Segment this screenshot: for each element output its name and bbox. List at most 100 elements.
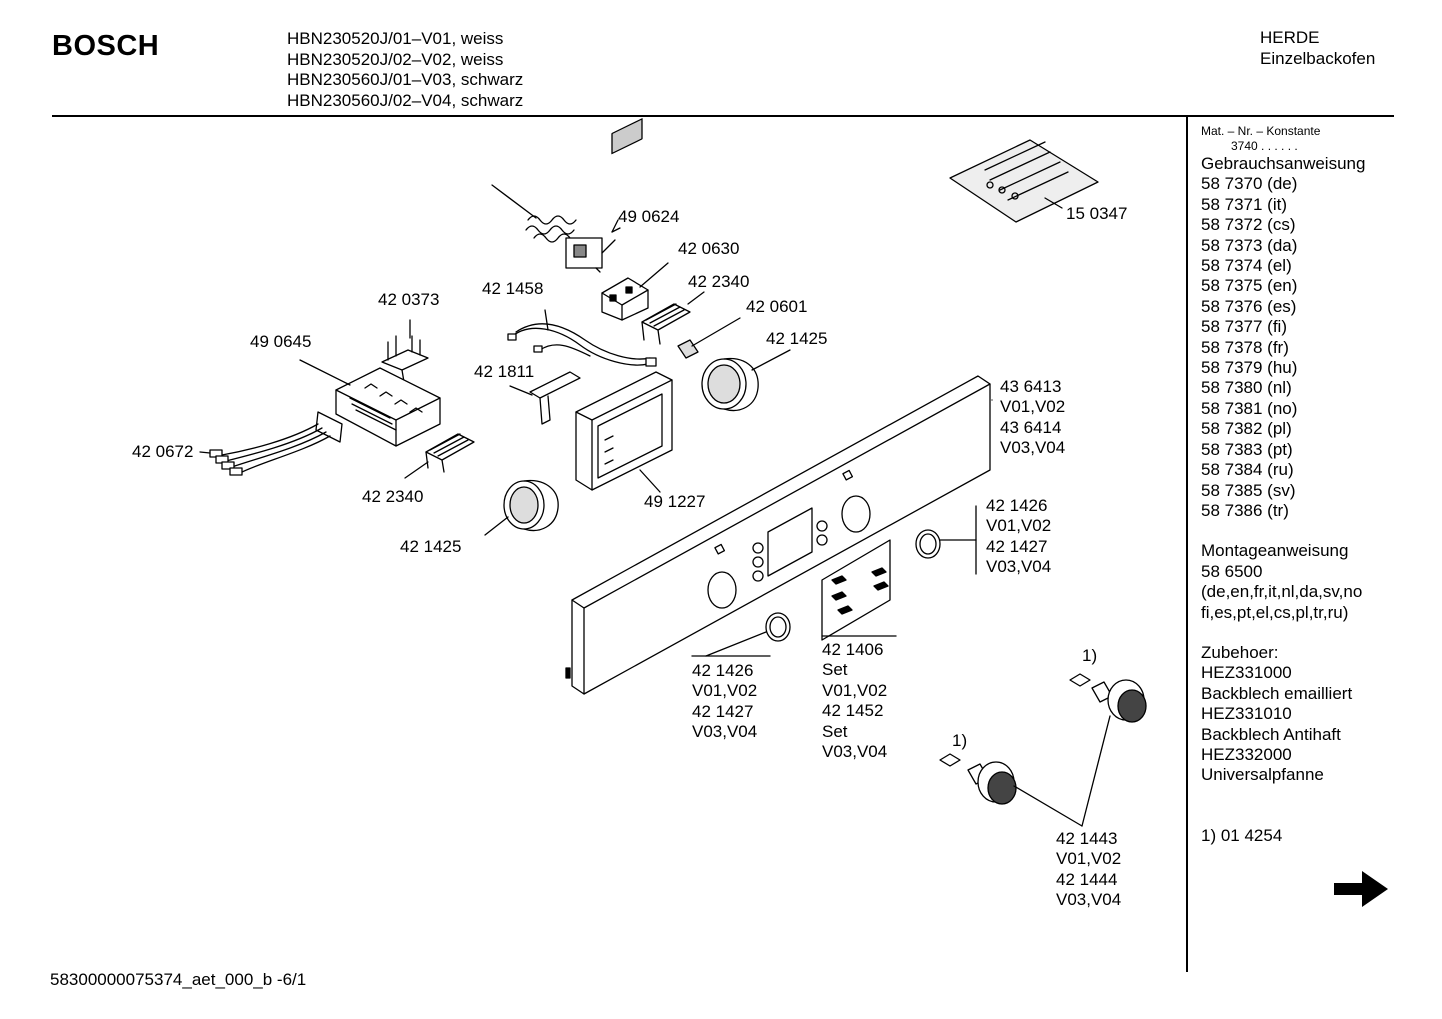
part-label-490624: 49 0624 xyxy=(618,207,680,226)
label-line: Set xyxy=(822,660,848,680)
label-line: V01,V02 xyxy=(986,516,1052,536)
gebrauch-item: 58 7377 (fi) xyxy=(1201,317,1287,337)
label-line: 42 1426 xyxy=(692,661,754,680)
brand-logo: BOSCH xyxy=(52,30,160,62)
gebrauch-item: 58 7386 (tr) xyxy=(1201,500,1289,520)
label-line: V01,V02 xyxy=(1056,849,1122,869)
zubehoer-line: HEZ332000 xyxy=(1201,744,1292,764)
part-label-491227: 49 1227 xyxy=(644,492,706,511)
part-label-420601: 42 0601 xyxy=(746,297,808,316)
header-divider xyxy=(52,115,1394,117)
sidebar-divider xyxy=(1186,117,1188,972)
part-label-422340-lower: 42 2340 xyxy=(362,487,424,506)
part-label-421425-lower: 42 1425 xyxy=(400,537,462,556)
screw-bag-part[interactable] xyxy=(949,139,1099,223)
zubehoer-line: HEZ331010 xyxy=(1201,704,1292,724)
gebrauch-item: 58 7385 (sv) xyxy=(1201,480,1296,500)
zubehoer-title: Zubehoer: xyxy=(1201,642,1279,662)
electronic-module-part[interactable] xyxy=(575,118,673,493)
ring-part-right[interactable] xyxy=(915,505,977,575)
right-arrow-icon[interactable] xyxy=(1332,868,1390,915)
label-line: 42 1426 xyxy=(986,496,1048,515)
part-label-422340-upper: 42 2340 xyxy=(688,272,750,291)
part-label-421406: 42 1406 Set V01,V02 42 1452 Set V03,V04 xyxy=(822,640,887,762)
zubehoer-line: Backblech emailliert xyxy=(1201,683,1353,703)
montage-line: (de,en,fr,it,nl,da,sv,no xyxy=(1201,582,1363,602)
label-line: 43 6413 xyxy=(1000,377,1062,396)
gebrauch-item: 58 7383 (pt) xyxy=(1201,439,1293,459)
clip-part-422340-upper[interactable] xyxy=(641,291,705,345)
zubehoer-line: Backblech Antihaft xyxy=(1201,724,1341,744)
gebrauch-item: 58 7384 (ru) xyxy=(1201,460,1294,480)
gebrauch-item: 58 7374 (el) xyxy=(1201,256,1292,276)
knob-ring-part-upper[interactable] xyxy=(701,349,791,412)
gebrauch-item: 58 7380 (nl) xyxy=(1201,378,1292,398)
gebrauch-item: 58 7382 (pl) xyxy=(1201,419,1292,439)
label-line: 42 1427 xyxy=(986,536,1048,556)
label-line: 42 1443 xyxy=(1056,829,1118,848)
cable-part[interactable] xyxy=(199,411,343,476)
label-line: V03,V04 xyxy=(1056,890,1122,910)
switch-module-part[interactable] xyxy=(299,359,441,447)
label-line: V01,V02 xyxy=(822,680,888,700)
part-label-490645: 49 0645 xyxy=(250,332,312,351)
lamp-part[interactable] xyxy=(677,317,741,359)
knob-part-lower[interactable] xyxy=(939,753,1083,827)
bracket-part-420630[interactable] xyxy=(601,262,669,321)
gebrauch-item: 58 7379 (hu) xyxy=(1201,358,1298,378)
label-line: 42 1444 xyxy=(1056,869,1118,889)
footnote-marker-lower: 1) xyxy=(952,731,968,750)
footnote-marker-upper: 1) xyxy=(1082,646,1098,665)
exploded-diagram xyxy=(199,118,1147,827)
part-label-150347: 15 0347 xyxy=(1066,204,1128,223)
model-list: HBN230520J/01–V01, weiss HBN230520J/02–V… xyxy=(287,29,523,111)
knob-ring-part-lower[interactable] xyxy=(484,479,559,536)
model-line: HBN230560J/01–V03, schwarz xyxy=(287,70,524,89)
gebrauch-item: 58 7378 (fr) xyxy=(1201,337,1289,357)
gebrauch-item: 58 7372 (cs) xyxy=(1201,215,1296,235)
label-line: V01,V02 xyxy=(692,681,758,701)
gebrauch-title: Gebrauchsanweisung xyxy=(1201,154,1366,173)
label-line: V03,V04 xyxy=(692,722,758,742)
clip-part-422340-lower[interactable] xyxy=(404,433,475,479)
montage-title: Montageanweisung xyxy=(1201,541,1349,561)
part-label-421425-upper: 42 1425 xyxy=(766,329,828,348)
ring-part-lower[interactable] xyxy=(691,612,791,657)
gebrauch-item: 58 7371 (it) xyxy=(1201,194,1287,214)
wire-harness-part[interactable] xyxy=(507,309,657,367)
part-label-420373: 42 0373 xyxy=(378,290,440,309)
knob-part-upper[interactable] xyxy=(1069,673,1147,827)
gebrauch-item: 58 7373 (da) xyxy=(1201,235,1298,255)
front-panel-part[interactable] xyxy=(565,375,993,695)
montage-line: 58 6500 xyxy=(1201,561,1263,581)
part-label-421443: 42 1443 V01,V02 42 1444 V03,V04 xyxy=(1056,829,1121,911)
gebrauch-item: 58 7370 (de) xyxy=(1201,174,1298,194)
const-label: Mat. – Nr. – Konstante xyxy=(1201,124,1321,138)
category-line: HERDE xyxy=(1260,28,1320,47)
label-line: 42 1427 xyxy=(692,701,754,721)
thermostat-part[interactable] xyxy=(491,184,621,273)
model-line: HBN230560J/02–V04, schwarz xyxy=(287,90,524,110)
label-line: V01,V02 xyxy=(1000,397,1066,417)
label-line: 42 1406 xyxy=(822,640,884,659)
part-label-420672: 42 0672 xyxy=(132,442,194,461)
document-id: 58300000075374_aet_000_b -6/1 xyxy=(50,970,307,989)
leader-490624 xyxy=(611,219,619,233)
label-line: V03,V04 xyxy=(822,742,888,762)
montage-line: fi,es,pt,el,cs,pl,tr,ru) xyxy=(1201,602,1349,622)
const-value: 3740 . . . . . . xyxy=(1231,139,1298,153)
part-label-421426-lower: 42 1426 V01,V02 42 1427 V03,V04 xyxy=(692,661,757,743)
label-line: V03,V04 xyxy=(1000,438,1066,458)
part-label-420630: 42 0630 xyxy=(678,239,740,258)
screw-set-part[interactable] xyxy=(821,539,897,641)
footnote: 1) 01 4254 xyxy=(1201,825,1283,845)
label-line: 42 1452 xyxy=(822,701,884,721)
part-label-421811: 42 1811 xyxy=(474,362,535,381)
label-line: Set xyxy=(822,721,848,741)
label-line: V03,V04 xyxy=(986,557,1052,577)
part-label-436413: 43 6413 V01,V02 43 6414 V03,V04 xyxy=(1000,377,1065,459)
part-label-421458: 42 1458 xyxy=(482,279,544,298)
gebrauch-item: 58 7375 (en) xyxy=(1201,276,1298,296)
category-line: Einzelbackofen xyxy=(1260,49,1376,68)
clip-part-421811[interactable] xyxy=(509,371,581,425)
